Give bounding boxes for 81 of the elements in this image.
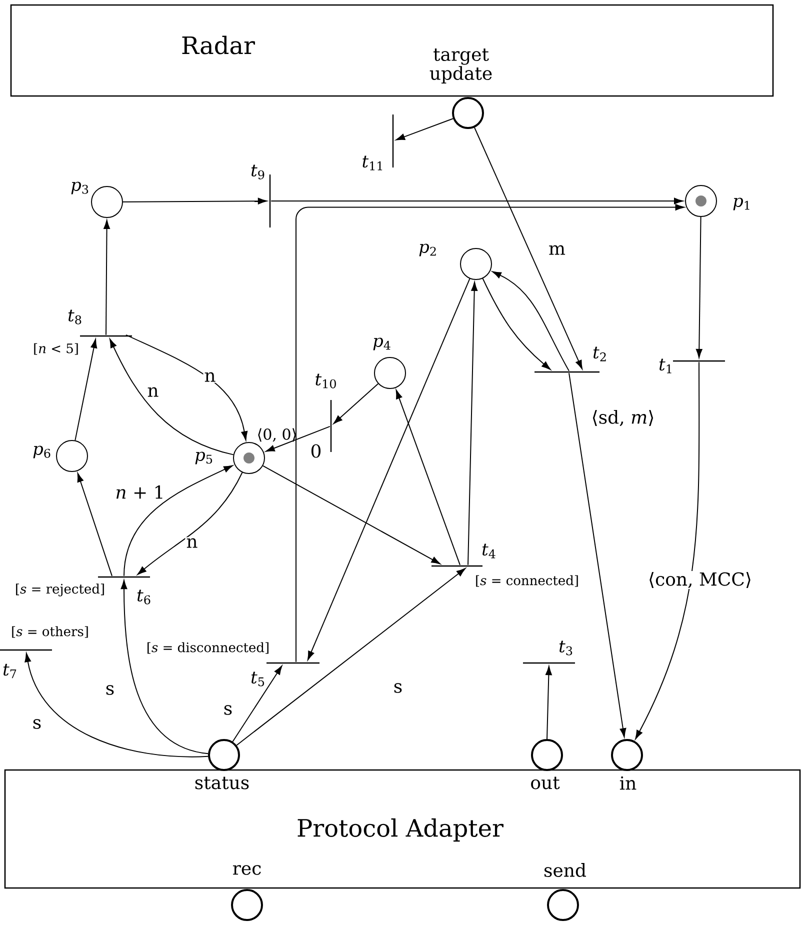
node-label: p$_{3}$ — [71, 182, 88, 194]
port-circle — [531, 739, 563, 771]
edge-label: n — [203, 371, 217, 383]
node-label: t$_{7}$ — [3, 664, 16, 678]
edge-label: m — [547, 244, 567, 256]
arrow — [266, 426, 330, 452]
port-circle — [452, 97, 484, 129]
guard-label: [n < 5] — [34, 343, 78, 355]
place-circle — [56, 440, 88, 472]
node-label: t$_{2}$ — [593, 346, 606, 362]
place-circle — [374, 357, 406, 389]
arrow — [468, 282, 478, 566]
node-label: t$_{3}$ — [559, 640, 572, 656]
node-label: t$_{11}$ — [362, 156, 382, 170]
place-circle — [91, 186, 123, 218]
port-label: in — [620, 776, 636, 790]
node-label: p$_{1}$ — [733, 198, 750, 210]
arrow — [110, 338, 234, 456]
guard-label: [s = others] — [12, 626, 88, 638]
guard-label: [s = connected] — [476, 575, 578, 587]
arrow — [568, 372, 626, 738]
arrow — [546, 666, 552, 740]
port-label: status — [195, 776, 249, 790]
marking-label: ⟨0, 0⟩ — [258, 428, 296, 442]
node-label: t$_{8}$ — [68, 310, 82, 324]
edge-label: ⟨sd, m⟩ — [590, 408, 656, 428]
arrow — [24, 652, 209, 758]
arrow — [236, 568, 466, 746]
arrow — [296, 204, 684, 662]
arrow — [74, 338, 98, 441]
node-label: t$_{5}$ — [251, 672, 264, 686]
place-circle — [233, 442, 265, 474]
arrow — [307, 278, 470, 660]
arrow — [77, 472, 112, 576]
arrow — [396, 118, 454, 140]
node-label: t$_{10}$ — [316, 374, 336, 388]
node-label: p$_{2}$ — [419, 244, 436, 256]
arrow — [635, 362, 700, 740]
arrow — [120, 580, 209, 754]
node-label: p$_{6}$ — [33, 446, 50, 458]
edge-label: n — [146, 386, 160, 398]
guard-label: [s = rejected] — [16, 584, 104, 596]
arrow — [122, 198, 267, 204]
arrow — [474, 127, 583, 370]
arrow — [696, 216, 702, 358]
node-label: t$_{4}$ — [482, 544, 496, 558]
arrow — [124, 465, 233, 576]
port-circle — [231, 889, 263, 921]
edge-label: 0 — [309, 443, 323, 459]
arrow — [137, 472, 243, 575]
port-circle — [611, 739, 643, 771]
port-label: target update — [430, 48, 492, 84]
edge-label: n + 1 — [114, 484, 166, 500]
port-circle — [208, 739, 240, 771]
arrow — [126, 334, 248, 440]
edge-label: s — [222, 704, 234, 716]
arrow — [396, 390, 460, 566]
arrow — [232, 666, 282, 742]
edge-label: s — [31, 718, 43, 730]
arrow — [482, 278, 551, 370]
node-label: t$_{9}$ — [251, 164, 264, 180]
node-label: p$_{5}$ — [195, 452, 212, 464]
port-label: send — [544, 863, 586, 877]
edge-label: s — [104, 684, 116, 696]
port-label: out — [531, 776, 560, 790]
node-label: p$_{4}$ — [373, 338, 390, 350]
node-label: t$_{1}$ — [659, 358, 672, 374]
place-circle — [460, 248, 492, 280]
edge-label: ⟨con, MCC⟩ — [647, 570, 753, 590]
arrow — [262, 465, 440, 564]
arrow — [270, 198, 684, 204]
guard-label: [s = disconnected] — [148, 642, 268, 654]
node-label: t$_{6}$ — [137, 590, 150, 604]
edge-label: n — [185, 537, 199, 549]
arrow — [492, 271, 570, 372]
port-circle — [547, 889, 579, 921]
arrow — [333, 383, 379, 424]
port-label: rec — [232, 865, 261, 875]
arrow — [104, 220, 110, 336]
edge-label: s — [392, 682, 404, 694]
place-circle — [685, 185, 717, 217]
